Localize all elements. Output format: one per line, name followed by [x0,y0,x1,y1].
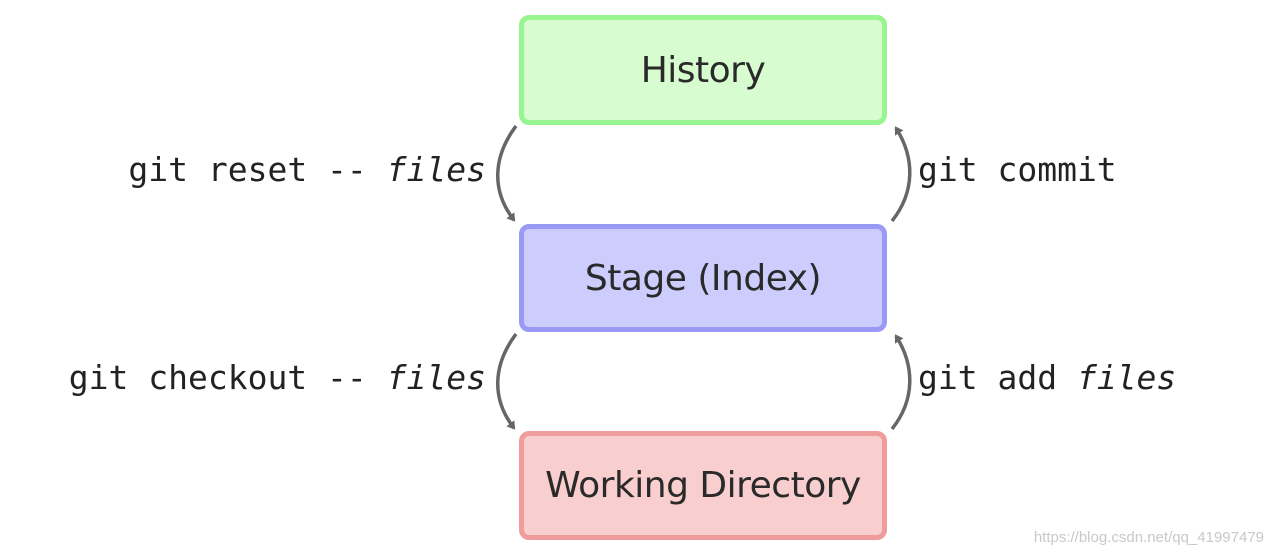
git-checkout-arg: files [386,358,486,397]
git-add-arg: files [1076,358,1177,397]
git-reset-arg: files [386,150,486,189]
stage-label: Stage (Index) [584,257,822,299]
checkout-arrow [496,332,518,430]
history-box: History [519,15,887,125]
git-add-cmd: git add [918,358,1077,397]
commit-arrow [890,126,912,223]
working-directory-box: Working Directory [519,431,887,540]
watermark: https://blog.csdn.net/qq_41997479 [1033,529,1264,546]
git-reset-cmd: git reset -- [128,150,387,189]
reset-arrow [496,124,518,222]
git-reset-label: git reset -- files [128,150,486,190]
working-directory-label: Working Directory [545,465,861,506]
git-checkout-label: git checkout -- files [69,358,486,398]
add-arrow [890,334,912,431]
git-commit-label: git commit [918,150,1117,190]
stage-box: Stage (Index) [519,224,887,332]
git-add-label: git add files [918,358,1176,398]
git-commit-cmd: git commit [918,150,1117,189]
git-checkout-cmd: git checkout -- [68,358,387,397]
history-label: History [640,49,766,91]
